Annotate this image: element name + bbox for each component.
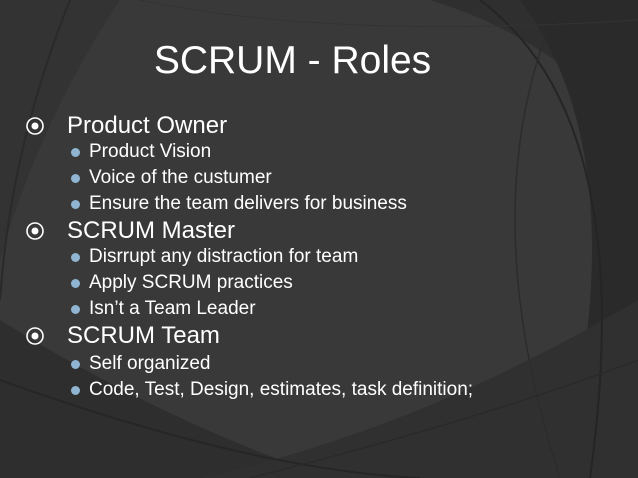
list-item-text: Product Vision — [89, 141, 212, 162]
bullet-dot-icon — [71, 360, 80, 369]
list-item-text: Voice of the custumer — [89, 167, 272, 188]
bullet-dot-icon — [71, 305, 80, 314]
list-item-text: Disrrupt any distraction for team — [89, 246, 359, 267]
target-circle-icon — [26, 117, 44, 135]
bullet-dot-icon — [71, 386, 80, 395]
list-item-text: Isn’t a Team Leader — [89, 298, 256, 319]
list-item-text: Apply SCRUM practices — [89, 272, 293, 293]
target-circle-icon — [26, 327, 44, 345]
target-circle-icon — [26, 222, 44, 240]
list-item-text: Ensure the team delivers for business — [89, 193, 407, 214]
bullet-dot-icon — [71, 174, 80, 183]
list-item-text: Code, Test, Design, estimates, task defi… — [89, 379, 474, 400]
section-heading: Product Owner — [67, 112, 228, 139]
section-heading: SCRUM Master — [67, 217, 236, 244]
bullet-dot-icon — [71, 148, 80, 157]
list-item-text: Self organized — [89, 353, 211, 374]
section-heading: SCRUM Team — [67, 322, 220, 349]
bullet-dot-icon — [71, 200, 80, 209]
bullet-dot-icon — [71, 253, 80, 262]
bullet-dot-icon — [71, 279, 80, 288]
slide-title: SCRUM - Roles — [153, 39, 432, 82]
